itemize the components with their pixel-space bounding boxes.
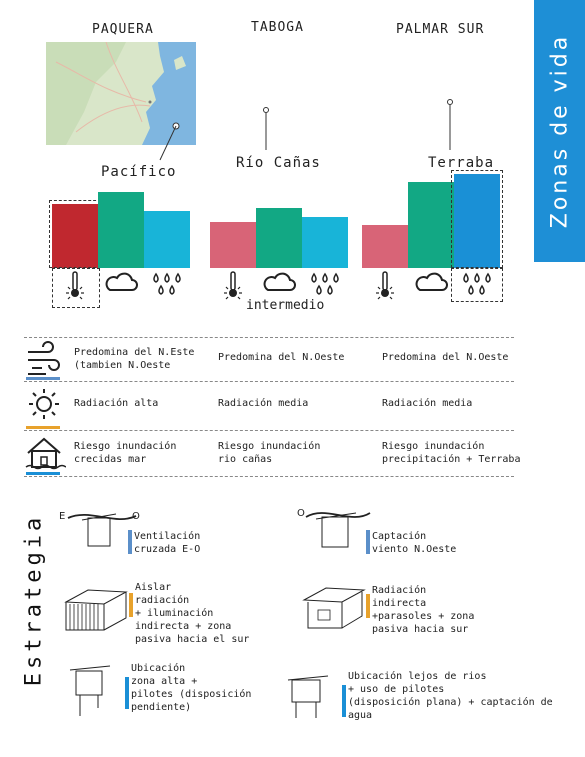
bar-1-nubosidad bbox=[256, 208, 302, 268]
bar-0-lluvia bbox=[144, 210, 190, 268]
icon-row bbox=[0, 268, 534, 302]
location-taboga: TABOGA bbox=[251, 20, 304, 35]
strategy-ubic-right: Ubicación lejos de rios + uso de pilotes… bbox=[348, 671, 553, 721]
accent-bar-flood bbox=[342, 685, 346, 717]
accent-bar-sun bbox=[129, 593, 133, 617]
zone-pacifico: Pacífico bbox=[101, 164, 177, 180]
rain-icon bbox=[308, 272, 342, 302]
strategy-rad-left: Aislar radiación + iluminación indirecta… bbox=[135, 582, 250, 645]
climate-text-1-1: Radiación media bbox=[218, 398, 309, 409]
intermedio-label: intermedio bbox=[246, 298, 325, 313]
strategy-rad-right: Radiación indirecta +parasoles + zona pa… bbox=[372, 585, 475, 635]
accent-bar-wind bbox=[128, 530, 132, 554]
house-parasol-sketch bbox=[302, 587, 366, 629]
cloud-icon bbox=[262, 272, 296, 298]
climate-text-2-1: Riesgo inundación rio cañas bbox=[218, 441, 321, 465]
bar-1-temperatura bbox=[210, 222, 256, 268]
estrategia-label: Estrategia bbox=[14, 513, 54, 687]
thermometer-icon bbox=[63, 270, 87, 304]
bar-0-temperatura bbox=[52, 203, 98, 268]
bar-2-temperatura bbox=[362, 225, 408, 268]
thermometer-icon bbox=[373, 270, 397, 304]
wind-icon bbox=[26, 341, 60, 380]
row-divider bbox=[24, 337, 514, 338]
stilt-house-slope-sketch bbox=[69, 665, 111, 716]
flood-house-icon bbox=[25, 437, 66, 475]
vent-label-o: O bbox=[132, 511, 140, 522]
bar-0-nubosidad bbox=[98, 192, 144, 268]
accent-bar-sun bbox=[366, 594, 370, 618]
accent-bar-flood bbox=[125, 677, 129, 709]
ventilation-cross-sketch bbox=[67, 513, 137, 547]
vent-right-label-o: O bbox=[297, 508, 305, 519]
climate-bar-chart bbox=[0, 0, 534, 280]
bar-2-nubosidad bbox=[408, 181, 454, 268]
climate-text-2-0: Riesgo inundación crecidas mar bbox=[74, 441, 177, 465]
climate-text-0-0: Predomina del N.Este (tambien N.Oeste bbox=[74, 347, 195, 371]
location-paquera: PAQUERA bbox=[92, 22, 154, 37]
highlight-box-temperatura bbox=[49, 199, 101, 268]
map-thumbnail bbox=[46, 42, 196, 145]
stilt-house-flat-sketch bbox=[287, 675, 329, 718]
accent-bar-wind bbox=[366, 530, 370, 554]
row-divider bbox=[24, 430, 514, 431]
climate-text-2-2: Riesgo inundación precipitación + Terrab… bbox=[382, 441, 521, 465]
zone-leader-lines bbox=[159, 99, 453, 161]
climate-text-0-2: Predomina del N.Oeste bbox=[382, 352, 509, 363]
wind-capture-sketch bbox=[305, 512, 371, 548]
climate-text-1-0: Radiación alta bbox=[74, 398, 159, 409]
highlight-box-temperature bbox=[52, 268, 100, 308]
bar-2-lluvia bbox=[454, 173, 500, 268]
climate-text-1-2: Radiación media bbox=[382, 398, 473, 409]
strategy-ubic-left: Ubicación zona alta + pilotes (disposici… bbox=[131, 663, 252, 713]
location-palmar-sur: PALMAR SUR bbox=[396, 22, 485, 37]
rain-icon bbox=[150, 272, 184, 302]
row-divider bbox=[24, 476, 514, 477]
thermometer-icon bbox=[221, 270, 245, 304]
bar-1-lluvia bbox=[302, 217, 348, 268]
zone-terraba: Terraba bbox=[428, 155, 495, 171]
house-louvers-sketch bbox=[64, 589, 128, 631]
strategy-vent-left: Ventilación cruzada E-O bbox=[134, 531, 201, 555]
strategy-vent-right: Captación viento N.Oeste bbox=[372, 531, 457, 555]
zonas-de-vida-banner: Zonas de vida bbox=[534, 0, 585, 262]
climate-text-0-1: Predomina del N.Oeste bbox=[218, 352, 345, 363]
row-divider bbox=[24, 381, 514, 382]
cloud-icon bbox=[104, 272, 138, 298]
cloud-icon bbox=[414, 272, 448, 298]
highlight-box-lluvia bbox=[451, 169, 503, 268]
vent-label-e: E bbox=[59, 511, 66, 522]
rain-icon bbox=[460, 272, 494, 302]
sun-icon bbox=[26, 389, 60, 429]
highlight-box-rain bbox=[451, 268, 503, 302]
zone-rio-canas: Río Cañas bbox=[236, 155, 321, 171]
strategy-title: Estrategia bbox=[21, 513, 47, 687]
